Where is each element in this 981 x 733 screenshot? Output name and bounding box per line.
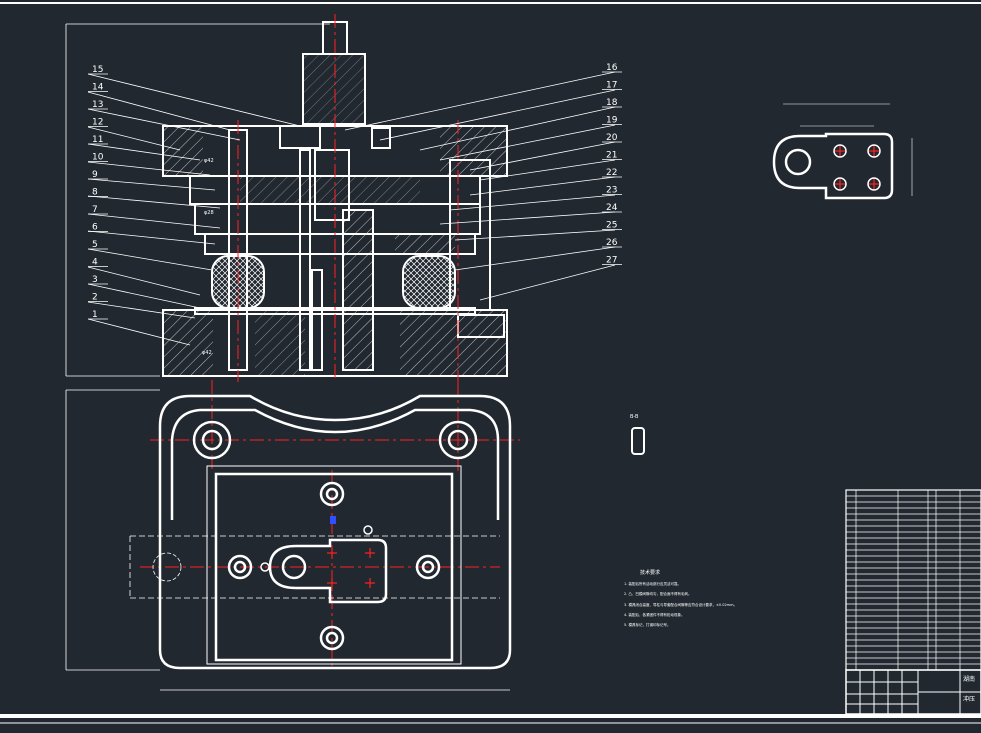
part-number-17: 17 <box>606 81 617 91</box>
leaders-left <box>87 73 301 346</box>
dim-mid-phi: φ28 <box>204 210 214 216</box>
part-numbers-left: 15 14 13 12 11 10 9 8 7 6 5 4 3 2 1 <box>88 65 108 320</box>
part-number-3: 3 <box>92 275 98 285</box>
part-number-10: 10 <box>92 153 104 163</box>
leaders-right <box>344 71 616 301</box>
technical-notes: 技术要求 1. 装配后所有活动部分应灵活可靠。 2. 凸、凹模间隙均匀，配合面不… <box>624 569 737 627</box>
part-number-6: 6 <box>92 223 98 233</box>
part-number-11: 11 <box>92 135 103 145</box>
part-number-2: 2 <box>92 293 98 303</box>
part-number-25: 25 <box>606 221 617 231</box>
note-line-4: 4. 装配后，各紧固件不得有松动现象。 <box>624 612 684 617</box>
section-bb-shape <box>631 427 645 455</box>
part-number-14: 14 <box>92 83 104 93</box>
parts-list <box>845 489 981 671</box>
part-number-15: 15 <box>92 65 103 75</box>
part-number-7: 7 <box>92 205 98 215</box>
plan-hole-marks <box>327 548 375 588</box>
note-line-2: 2. 凸、凹模间隙均匀，配合面不得有毛刺。 <box>624 591 691 596</box>
part-number-21: 21 <box>606 151 617 161</box>
part-number-5: 5 <box>92 240 98 250</box>
part-number-23: 23 <box>606 186 617 196</box>
part-number-1: 1 <box>92 310 98 320</box>
part-number-24: 24 <box>606 203 618 213</box>
part-number-26: 26 <box>606 238 618 248</box>
part-detail <box>772 103 913 200</box>
section-view <box>65 21 508 377</box>
dim-lower-phi: φ42 <box>202 350 212 356</box>
part-number-16: 16 <box>606 63 618 73</box>
note-line-1: 1. 装配后所有活动部分应灵活可靠。 <box>624 581 681 586</box>
title-drawing: 冲压 <box>963 695 975 703</box>
title-block <box>845 669 981 715</box>
note-line-5: 5. 模具标记，打钢印标记号。 <box>624 622 670 627</box>
part-number-19: 19 <box>606 116 618 126</box>
dim-upper-phi: φ42 <box>204 158 214 164</box>
part-number-4: 4 <box>92 258 98 268</box>
part-number-27: 27 <box>606 256 617 266</box>
title-school: 湖南 <box>963 675 975 683</box>
part-number-8: 8 <box>92 188 98 198</box>
marker-blue <box>330 516 336 524</box>
part-number-12: 12 <box>92 118 103 128</box>
part-number-22: 22 <box>606 168 617 178</box>
part-number-13: 13 <box>92 100 103 110</box>
part-numbers-right: 16 17 18 19 20 21 22 23 24 25 26 27 <box>602 63 622 266</box>
notes-title: 技术要求 <box>640 569 660 576</box>
plan-view <box>65 389 512 691</box>
part-number-18: 18 <box>606 98 618 108</box>
part-number-20: 20 <box>606 133 618 143</box>
note-line-3: 3. 模具闭合高度、导柱与导套配合间隙等应符合设计要求，±0.02mm。 <box>624 602 737 607</box>
part-detail-holes <box>834 145 880 190</box>
section-label: B-B <box>630 414 639 420</box>
part-number-9: 9 <box>92 170 98 180</box>
part-detail-hole-circles <box>833 144 881 191</box>
